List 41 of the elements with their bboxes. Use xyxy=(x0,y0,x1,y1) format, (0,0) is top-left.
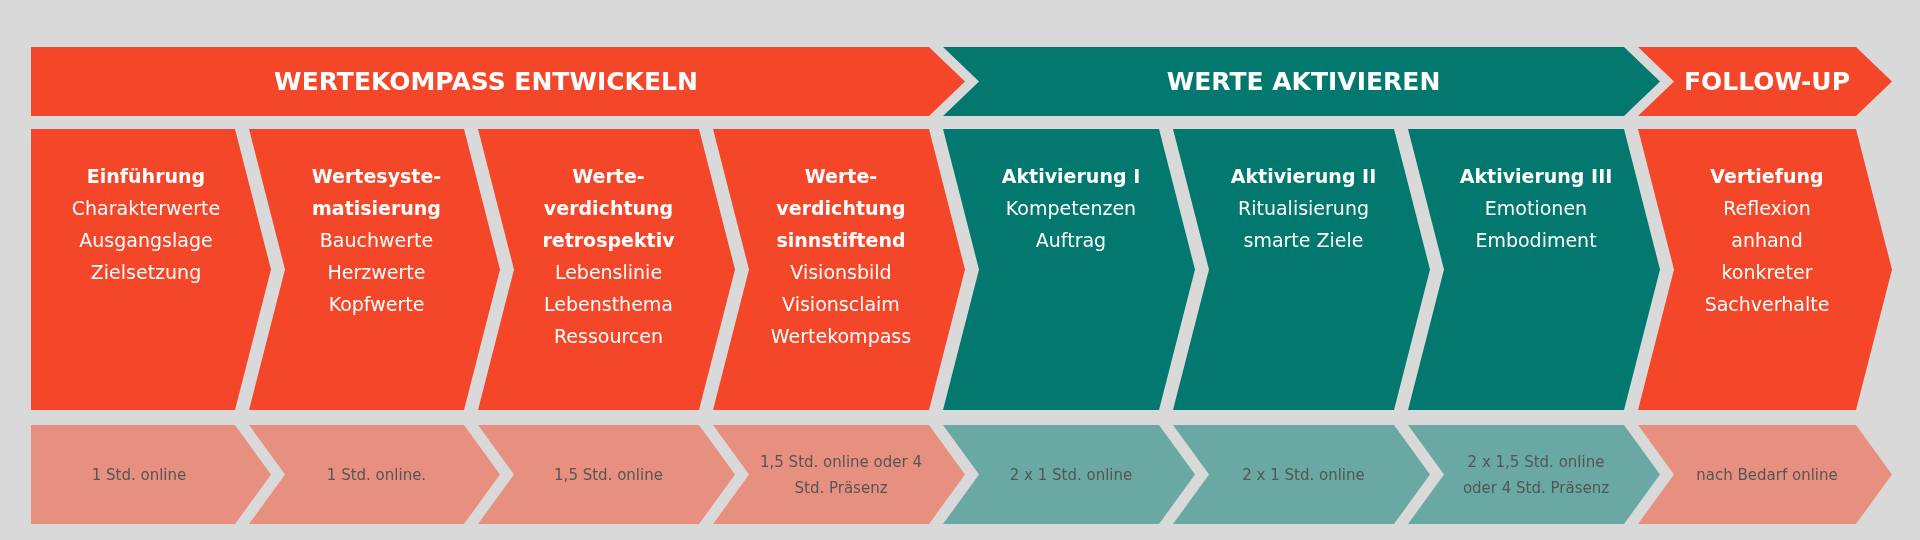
step-topic: Emotionen xyxy=(1484,196,1588,221)
step-title: Aktivierung II xyxy=(1230,164,1377,189)
step-topic: Charakterwerte xyxy=(71,196,221,221)
phase-title: WERTE AKTIVIEREN xyxy=(1166,67,1441,96)
duration-text: 2 x 1,5 Std. online oder 4 Std. Präsenz xyxy=(1461,451,1611,499)
phase-title: WERTEKOMPASS ENTWICKELN xyxy=(274,67,698,96)
step-topic: Embodiment xyxy=(1475,228,1597,253)
duration-text: 2 x 1 Std. online xyxy=(1242,464,1365,486)
step-title: Werte-verdichtung retrospektiv xyxy=(541,164,676,253)
step-topic: Lebensthema xyxy=(544,292,673,317)
step-topic: Kompetenzen xyxy=(1005,196,1137,221)
duration-text: 1,5 Std. online xyxy=(554,464,663,486)
duration-panel xyxy=(31,425,271,524)
duration-text: nach Bedarf online xyxy=(1696,464,1838,486)
step-topic: Ausgangslage xyxy=(79,228,213,253)
step-title: Vertiefung xyxy=(1710,164,1824,189)
step-topic: Auftrag xyxy=(1035,228,1107,253)
duration-text: 2 x 1 Std. online xyxy=(1009,464,1133,486)
duration-text: 1 Std. online. xyxy=(326,464,427,486)
step-topic: Visionsbild xyxy=(790,260,892,285)
step-topic: Wertekompass xyxy=(770,324,912,349)
duration-text: 1,5 Std. online oder 4 Std. Präsenz xyxy=(759,451,923,499)
step-topic: Reflexion anhand konkreter Sachverhalte xyxy=(1703,196,1831,317)
step-title: Aktivierung I xyxy=(1001,164,1141,189)
step-topic: smarte Ziele xyxy=(1243,228,1364,253)
step-panel xyxy=(31,129,271,410)
step-title: Aktivierung III xyxy=(1459,164,1613,189)
step-topic: Lebenslinie xyxy=(554,260,663,285)
step-topic: Ressourcen xyxy=(553,324,664,349)
step-topic: Bauchwerte xyxy=(319,228,434,253)
step-title: Einführung xyxy=(86,164,206,189)
step-topic: Ritualisierung xyxy=(1238,196,1369,221)
step-topic: Kopfwerte xyxy=(328,292,425,317)
phase-title: FOLLOW-UP xyxy=(1684,67,1850,96)
step-title: Wertesyste-matisierung xyxy=(310,164,443,221)
step-topic: Zielsetzung xyxy=(90,260,202,285)
duration-text: 1 Std. online xyxy=(91,464,187,486)
phase-banner xyxy=(31,47,965,116)
step-topic: Visionsclaim xyxy=(782,292,900,317)
step-title: Werte-verdichtung sinnstiftend xyxy=(775,164,907,253)
step-topic: Herzwerte xyxy=(327,260,426,285)
